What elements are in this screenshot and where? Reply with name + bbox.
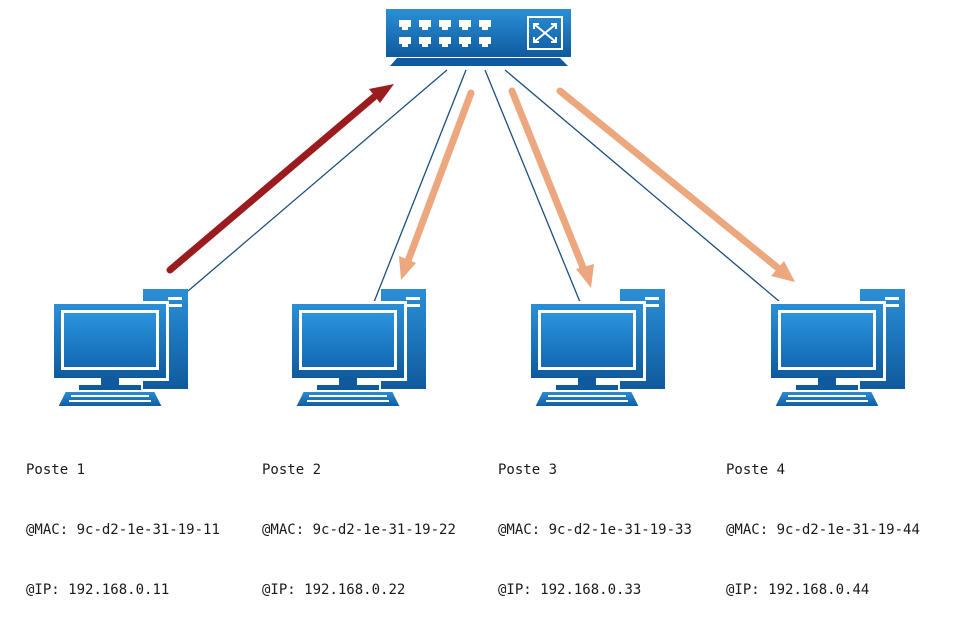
poste-1-label: Poste 1 @MAC: 9c-d2-1e-31-19-11 @IP: 192… [26, 420, 220, 620]
mac-label: @MAC: [262, 522, 305, 538]
mac-address: 9c-d2-1e-31-19-11 [76, 522, 220, 538]
flood-arrow-poste-4 [556, 87, 795, 282]
ip-address: 192.168.0.22 [304, 582, 406, 598]
cable-poste-1 [187, 69, 448, 292]
network-switch-icon [386, 9, 571, 66]
network-diagram [50, 9, 906, 408]
ip-address: 192.168.0.11 [68, 582, 170, 598]
ip-address-line: @IP: 192.168.0.44 [726, 580, 920, 600]
send-arrow [166, 84, 394, 274]
ip-address-line: @IP: 192.168.0.11 [26, 580, 220, 600]
cable-poste-4 [504, 69, 781, 303]
mac-address: 9c-d2-1e-31-19-33 [548, 522, 692, 538]
poste-3-label: Poste 3 @MAC: 9c-d2-1e-31-19-33 @IP: 192… [498, 420, 692, 620]
mac-address-line: @MAC: 9c-d2-1e-31-19-22 [262, 520, 456, 540]
poste-name: Poste 1 [26, 462, 86, 478]
mac-address: 9c-d2-1e-31-19-22 [312, 522, 456, 538]
mac-address-line: @MAC: 9c-d2-1e-31-19-44 [726, 520, 920, 540]
desktop-computer-icon [288, 288, 427, 408]
desktop-computer-icon [767, 288, 906, 408]
mac-address: 9c-d2-1e-31-19-44 [776, 522, 920, 538]
poste-name: Poste 4 [726, 462, 786, 478]
cable-poste-3 [484, 69, 581, 303]
poste-4-label: Poste 4 @MAC: 9c-d2-1e-31-19-44 @IP: 192… [726, 420, 920, 620]
cable-poste-2 [373, 69, 467, 303]
poste-2-label: Poste 2 @MAC: 9c-d2-1e-31-19-22 @IP: 192… [262, 420, 456, 620]
mac-label: @MAC: [26, 522, 69, 538]
ip-address: 192.168.0.33 [540, 582, 642, 598]
ip-address: 192.168.0.44 [768, 582, 870, 598]
mac-address-line: @MAC: 9c-d2-1e-31-19-11 [26, 520, 220, 540]
ip-label: @IP: [262, 582, 296, 598]
ip-address-line: @IP: 192.168.0.22 [262, 580, 456, 600]
mac-label: @MAC: [726, 522, 769, 538]
ip-label: @IP: [726, 582, 760, 598]
ip-label: @IP: [498, 582, 532, 598]
desktop-computer-icon [527, 288, 666, 408]
desktop-computer-icon [50, 288, 189, 408]
ip-address-line: @IP: 192.168.0.33 [498, 580, 692, 600]
mac-address-line: @MAC: 9c-d2-1e-31-19-33 [498, 520, 692, 540]
flood-arrow-poste-2 [399, 89, 475, 280]
cables [187, 69, 781, 303]
poste-name: Poste 3 [498, 462, 558, 478]
flood-arrow-poste-3 [508, 87, 594, 288]
ip-label: @IP: [26, 582, 60, 598]
poste-name: Poste 2 [262, 462, 322, 478]
mac-label: @MAC: [498, 522, 541, 538]
